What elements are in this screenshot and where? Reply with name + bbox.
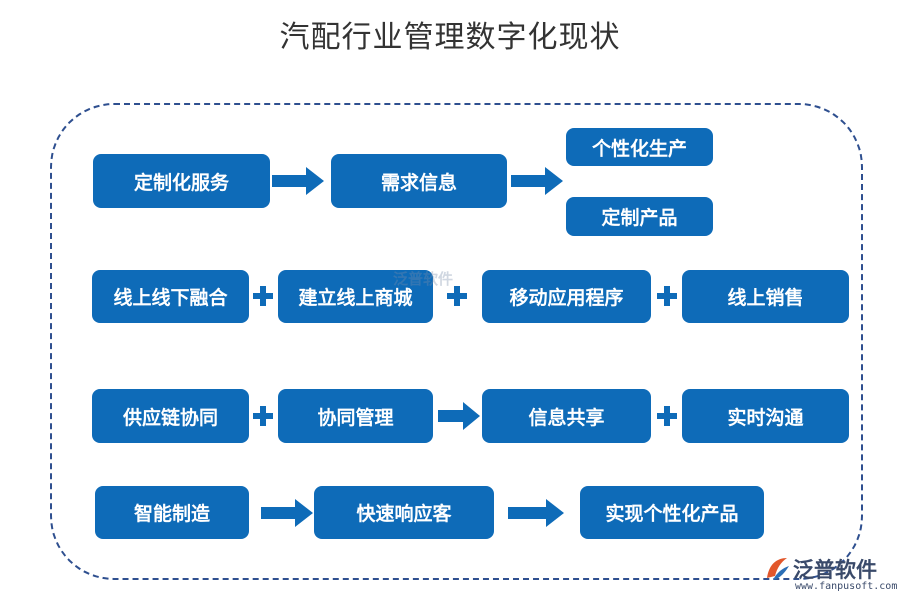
box-mobile-app: 移动应用程序 — [482, 270, 651, 323]
brand-logo: 泛普软件 www.fanpusoft.com — [763, 552, 898, 596]
dashed-frame — [50, 103, 863, 580]
box-personalized-production: 个性化生产 — [566, 128, 713, 166]
box-custom-service: 定制化服务 — [93, 154, 270, 208]
box-info-sharing: 信息共享 — [482, 389, 651, 443]
arrow-right-icon — [272, 167, 324, 195]
box-demand-info: 需求信息 — [331, 154, 507, 208]
logo-mark-icon — [767, 558, 789, 580]
box-smart-manufacturing: 智能制造 — [95, 486, 249, 539]
box-realtime-communication: 实时沟通 — [682, 389, 849, 443]
plus-icon — [657, 406, 677, 426]
logo-name: 泛普软件 — [793, 558, 877, 582]
plus-icon — [253, 286, 273, 306]
box-online-offline-fusion: 线上线下融合 — [92, 270, 249, 323]
watermark: 泛普软件 — [393, 270, 454, 288]
box-custom-product: 定制产品 — [566, 197, 713, 236]
box-supply-chain: 供应链协同 — [92, 389, 249, 443]
arrow-right-icon — [438, 402, 480, 430]
box-online-sales: 线上销售 — [682, 270, 849, 323]
arrow-right-icon — [511, 167, 563, 195]
logo-url: www.fanpusoft.com — [795, 581, 898, 592]
box-quick-response: 快速响应客 — [314, 486, 494, 539]
page-title: 汽配行业管理数字化现状 — [279, 20, 621, 55]
arrow-right-icon — [508, 499, 564, 527]
box-collaborative-management: 协同管理 — [278, 389, 433, 443]
box-personalized-product: 实现个性化产品 — [580, 486, 764, 539]
plus-icon — [447, 286, 467, 306]
box-online-mall: 建立线上商城 — [278, 270, 433, 323]
arrow-right-icon — [261, 499, 313, 527]
plus-icon — [253, 406, 273, 426]
plus-icon — [657, 286, 677, 306]
